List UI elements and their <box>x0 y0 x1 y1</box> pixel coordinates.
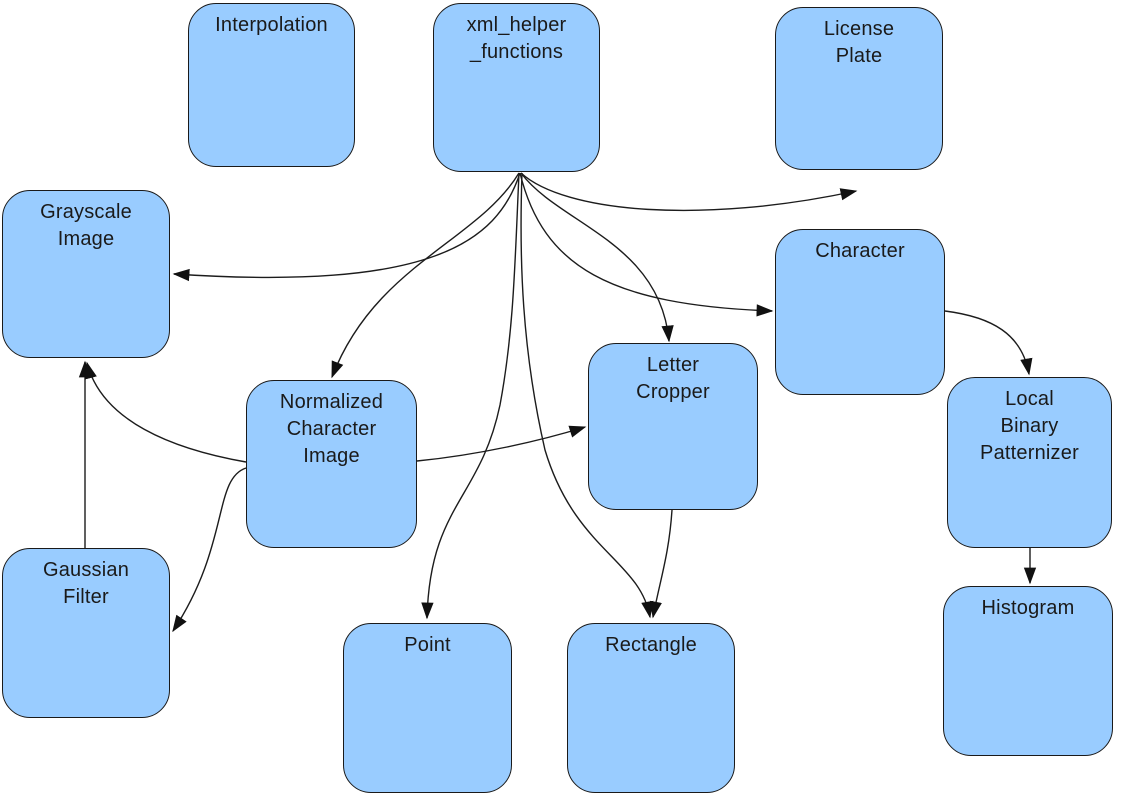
node-label-point: Point <box>404 634 451 656</box>
edge-normalized-to-letter <box>416 425 587 462</box>
node-label-letter-cropper: Letter Cropper <box>636 354 710 403</box>
edge-character-to-lbp <box>944 310 1033 376</box>
node-interpolation[interactable]: Interpolation <box>188 3 355 167</box>
node-label-interpolation: Interpolation <box>215 14 328 36</box>
edge-xml-to-character <box>519 172 774 317</box>
node-point[interactable]: Point <box>343 623 512 793</box>
node-histogram[interactable]: Histogram <box>943 586 1113 756</box>
node-label-local-binary-patternizer: Local Binary Patternizer <box>980 388 1079 464</box>
node-license-plate[interactable]: License Plate <box>775 7 943 170</box>
node-rectangle[interactable]: Rectangle <box>567 623 735 793</box>
node-gaussian-filter[interactable]: Gaussian Filter <box>2 548 170 718</box>
node-character[interactable]: Character <box>775 229 945 395</box>
edge-xml-to-point <box>421 172 520 620</box>
node-label-character: Character <box>815 240 905 262</box>
node-normalized-character-image[interactable]: Normalized Character Image <box>246 380 417 548</box>
edge-xml-to-normalized <box>331 172 520 379</box>
node-label-gaussian-filter: Gaussian Filter <box>42 559 130 608</box>
edge-xml-to-letter-cropper <box>520 172 674 343</box>
edge-xml-to-license-plate <box>520 172 858 212</box>
node-label-rectangle: Rectangle <box>605 634 697 656</box>
node-label-normalized-character-image: Normalized Character Image <box>279 391 384 467</box>
edge-letter-to-rectangle <box>649 509 673 619</box>
edge-normalized-to-grayscale <box>84 361 247 463</box>
node-xml-helper-functions[interactable]: xml_helper _functions <box>433 3 600 172</box>
node-grayscale-image[interactable]: Grayscale Image <box>2 190 170 358</box>
node-local-binary-patternizer[interactable]: Local Binary Patternizer <box>947 377 1112 548</box>
node-letter-cropper[interactable]: Letter Cropper <box>588 343 758 510</box>
node-label-grayscale-image: Grayscale Image <box>40 201 132 250</box>
node-label-xml-helper-functions: xml_helper _functions <box>466 14 567 63</box>
edge-xml-to-grayscale <box>172 172 521 282</box>
edge-normalized-to-gaussian <box>172 467 247 633</box>
node-label-license-plate: License Plate <box>823 18 895 67</box>
node-label-histogram: Histogram <box>981 597 1075 619</box>
